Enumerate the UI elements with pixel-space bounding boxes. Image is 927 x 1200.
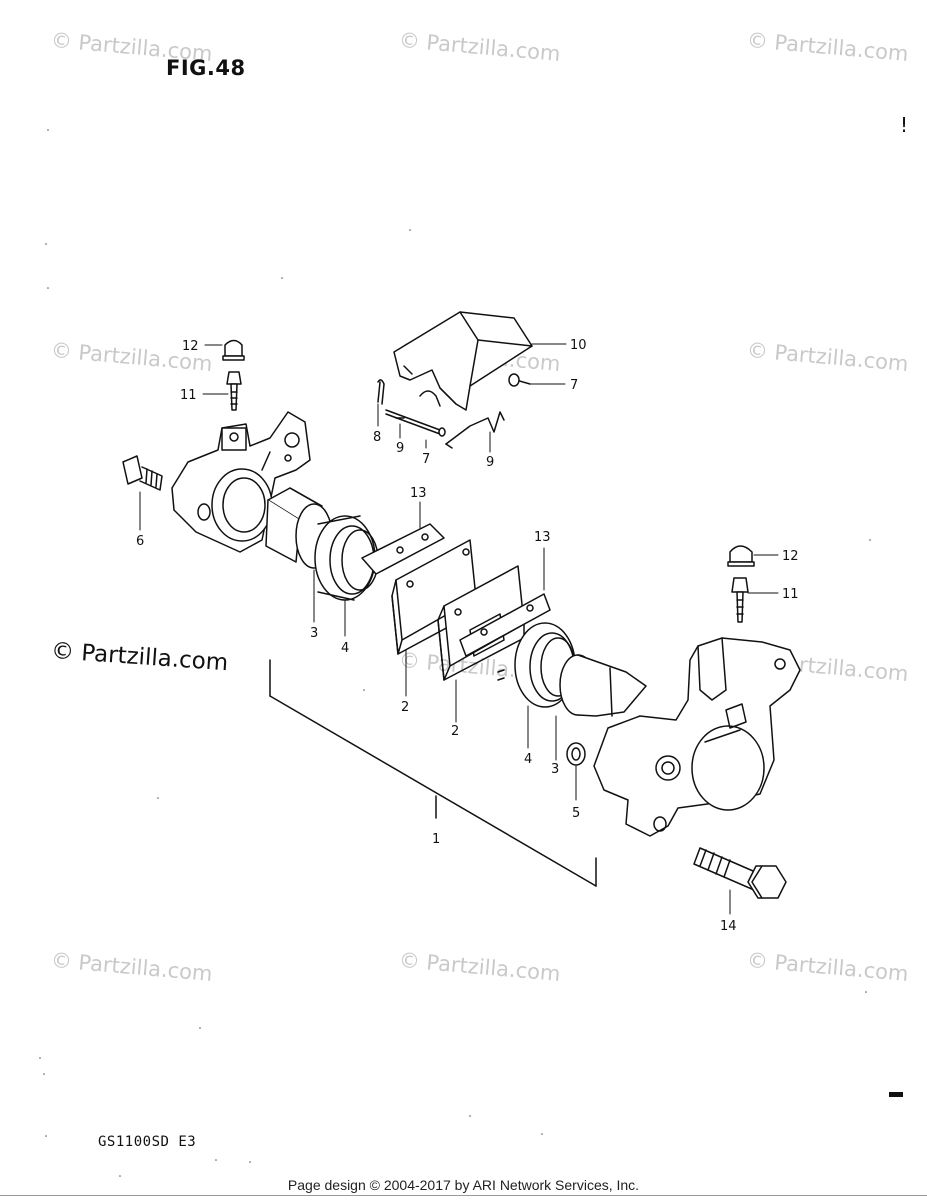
left-cap-12: [222, 339, 245, 361]
pad-spring-9: [419, 390, 505, 449]
callout-10: 10: [570, 338, 587, 353]
right-caliper-body: [593, 637, 801, 837]
callout-3: 3: [551, 762, 559, 777]
right-piston-3: [559, 654, 647, 717]
left-bleeder-11: [226, 371, 242, 411]
scan-specks: [39, 129, 871, 1177]
right-pad-shim-13: [459, 593, 551, 657]
leader-lines: [139, 343, 779, 915]
callout-4: 4: [524, 752, 532, 767]
bolt-14: [693, 847, 787, 899]
callout-2: 2: [451, 724, 459, 739]
model-code: GS1100SD E3: [98, 1134, 197, 1150]
margin-dash: [889, 1092, 903, 1097]
callout-4: 4: [341, 641, 349, 656]
pin-clip-8: [377, 379, 385, 405]
callout-14: 14: [720, 919, 737, 934]
figure-label: FIG.48: [166, 56, 246, 80]
callout-2: 2: [401, 700, 409, 715]
right-cap-12: [727, 545, 755, 567]
washer-5: [566, 742, 586, 766]
left-caliper-body: [171, 411, 311, 553]
callout-1: 1: [432, 832, 440, 847]
footer-copyright: Page design © 2004-2017 by ARI Network S…: [287, 1177, 640, 1193]
callout-11: 11: [180, 388, 197, 403]
pad-pin-7: [385, 409, 446, 437]
footer-rule: [0, 1195, 927, 1196]
callout-13: 13: [410, 486, 427, 501]
caliper-assembly-bracket: [269, 659, 597, 887]
margin-mark: !: [900, 113, 908, 137]
left-pad-shim-13: [361, 523, 445, 575]
callout-6: 6: [136, 534, 144, 549]
callout-9: 9: [486, 455, 494, 470]
cover-screw-7: [508, 373, 531, 387]
callout-12: 12: [182, 339, 199, 354]
callout-12: 12: [782, 549, 799, 564]
right-bleeder-11: [731, 577, 749, 623]
callout-9: 9: [396, 441, 404, 456]
callout-5: 5: [572, 806, 580, 821]
pad-cover-10: [393, 311, 533, 411]
callout-11: 11: [782, 587, 799, 602]
callout-8: 8: [373, 430, 381, 445]
bolt-6: [122, 455, 163, 491]
callout-3: 3: [310, 626, 318, 641]
callout-7: 7: [570, 378, 578, 393]
callout-13: 13: [534, 530, 551, 545]
callout-7: 7: [422, 452, 430, 467]
